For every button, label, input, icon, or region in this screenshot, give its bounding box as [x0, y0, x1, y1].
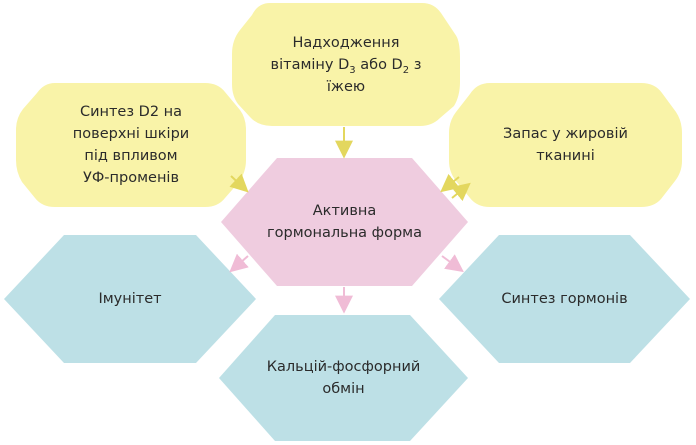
synthesis-line-3: під впливом [84, 148, 178, 164]
storage-line-2: тканині [536, 148, 595, 164]
calcium-line-2: обмін [322, 381, 365, 397]
calcium-line-1: Кальцій-фосфорний [266, 359, 421, 375]
intake-line-2: вітаміну D3 або D2 з [270, 56, 422, 76]
intake-line-3: їжею [326, 78, 366, 95]
intake-line-1: Надходження [292, 34, 400, 51]
immunity-hexagon [4, 235, 256, 363]
storage-hexagon [449, 83, 682, 207]
intake-hexagon [232, 3, 460, 126]
immunity-label: Імунітет [4, 235, 256, 363]
arrow-active-to-storage [451, 182, 471, 202]
calcium-label: Кальцій-фосфорний обмін [219, 315, 468, 441]
active-form-hexagon [221, 158, 468, 286]
hormones-hexagon [439, 235, 690, 363]
arrow-storage-to-active [440, 173, 460, 193]
storage-label: Запас у жировій тканині [449, 83, 682, 207]
arrow-active-to-immunity [229, 253, 249, 273]
synthesis-line-4: УФ-променів [82, 170, 180, 186]
synthesis-line-2: поверхні шкіри [72, 126, 190, 142]
synthesis-line-1: Синтез D2 на [79, 104, 183, 120]
arrow-active-to-hormones [441, 254, 464, 273]
calcium-hexagon [219, 315, 468, 441]
immunity-line-1: Імунітет [98, 291, 162, 307]
hormones-label: Синтез гормонів [439, 235, 690, 363]
storage-line-1: Запас у жировій [503, 126, 628, 142]
synthesis-label: Синтез D2 на поверхні шкіри під впливом … [16, 83, 246, 207]
intake-label: Надходження вітаміну D3 або D2 з їжею [232, 3, 460, 126]
active-form-label: Активна гормональна форма [221, 158, 468, 286]
active-form-line-1: Активна [312, 203, 377, 219]
hormones-line-1: Синтез гормонів [501, 291, 628, 307]
active-form-line-2: гормональна форма [267, 225, 422, 241]
arrow-synthesis-to-active [229, 173, 249, 193]
synthesis-hexagon [16, 83, 246, 207]
